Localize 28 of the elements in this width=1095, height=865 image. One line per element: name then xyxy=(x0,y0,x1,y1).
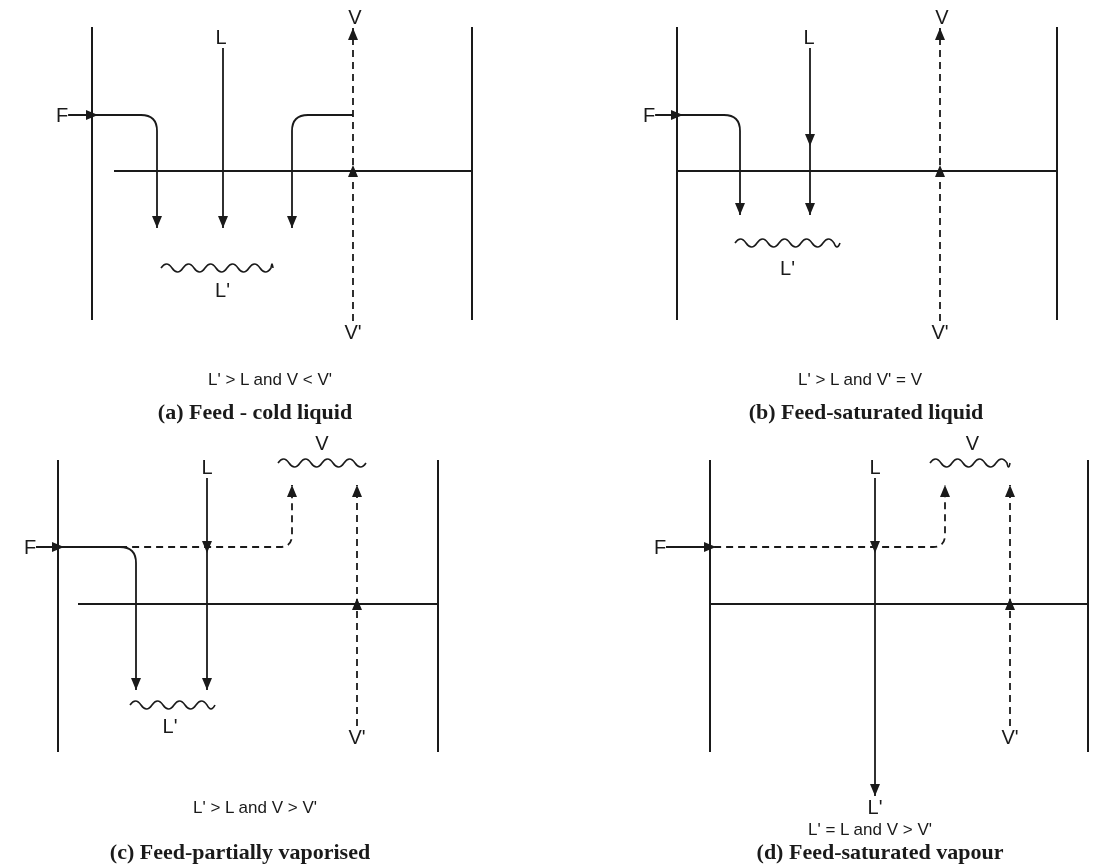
stream-label: L xyxy=(201,456,213,478)
stream-label: V xyxy=(315,432,329,454)
panel-caption: (d) Feed-saturated vapour xyxy=(756,839,1004,865)
stream-label: V' xyxy=(1001,726,1019,748)
stream-label: V' xyxy=(348,726,366,748)
stream-label: V xyxy=(965,432,980,454)
panel-caption: (a) Feed - cold liquid xyxy=(157,399,353,425)
stream-label: L' xyxy=(215,279,230,301)
stream-label: F xyxy=(653,536,667,558)
panel-caption: (b) Feed-saturated liquid xyxy=(748,399,984,425)
stream-label: V xyxy=(935,6,949,28)
stream-label: L xyxy=(215,26,227,48)
stream-label: L xyxy=(869,456,881,478)
stream-label: L' xyxy=(780,257,795,279)
stream-label: V' xyxy=(344,321,362,343)
stream-label: L' xyxy=(162,715,178,737)
condition-text: L' > L and V' = V xyxy=(798,370,922,390)
stream-label: L' xyxy=(867,796,883,818)
stream-label: V xyxy=(348,6,362,28)
stream-label: F xyxy=(23,536,37,558)
condition-text: L' > L and V < V' xyxy=(208,370,332,390)
stream-label: V' xyxy=(931,321,949,343)
stream-label: F xyxy=(55,104,69,126)
panel-caption: (c) Feed-partially vaporised xyxy=(109,839,371,865)
condition-text: L' = L and V > V' xyxy=(808,820,932,840)
condition-text: L' > L and V > V' xyxy=(193,798,317,818)
stream-label: L xyxy=(803,26,815,48)
stream-label: F xyxy=(642,104,656,126)
